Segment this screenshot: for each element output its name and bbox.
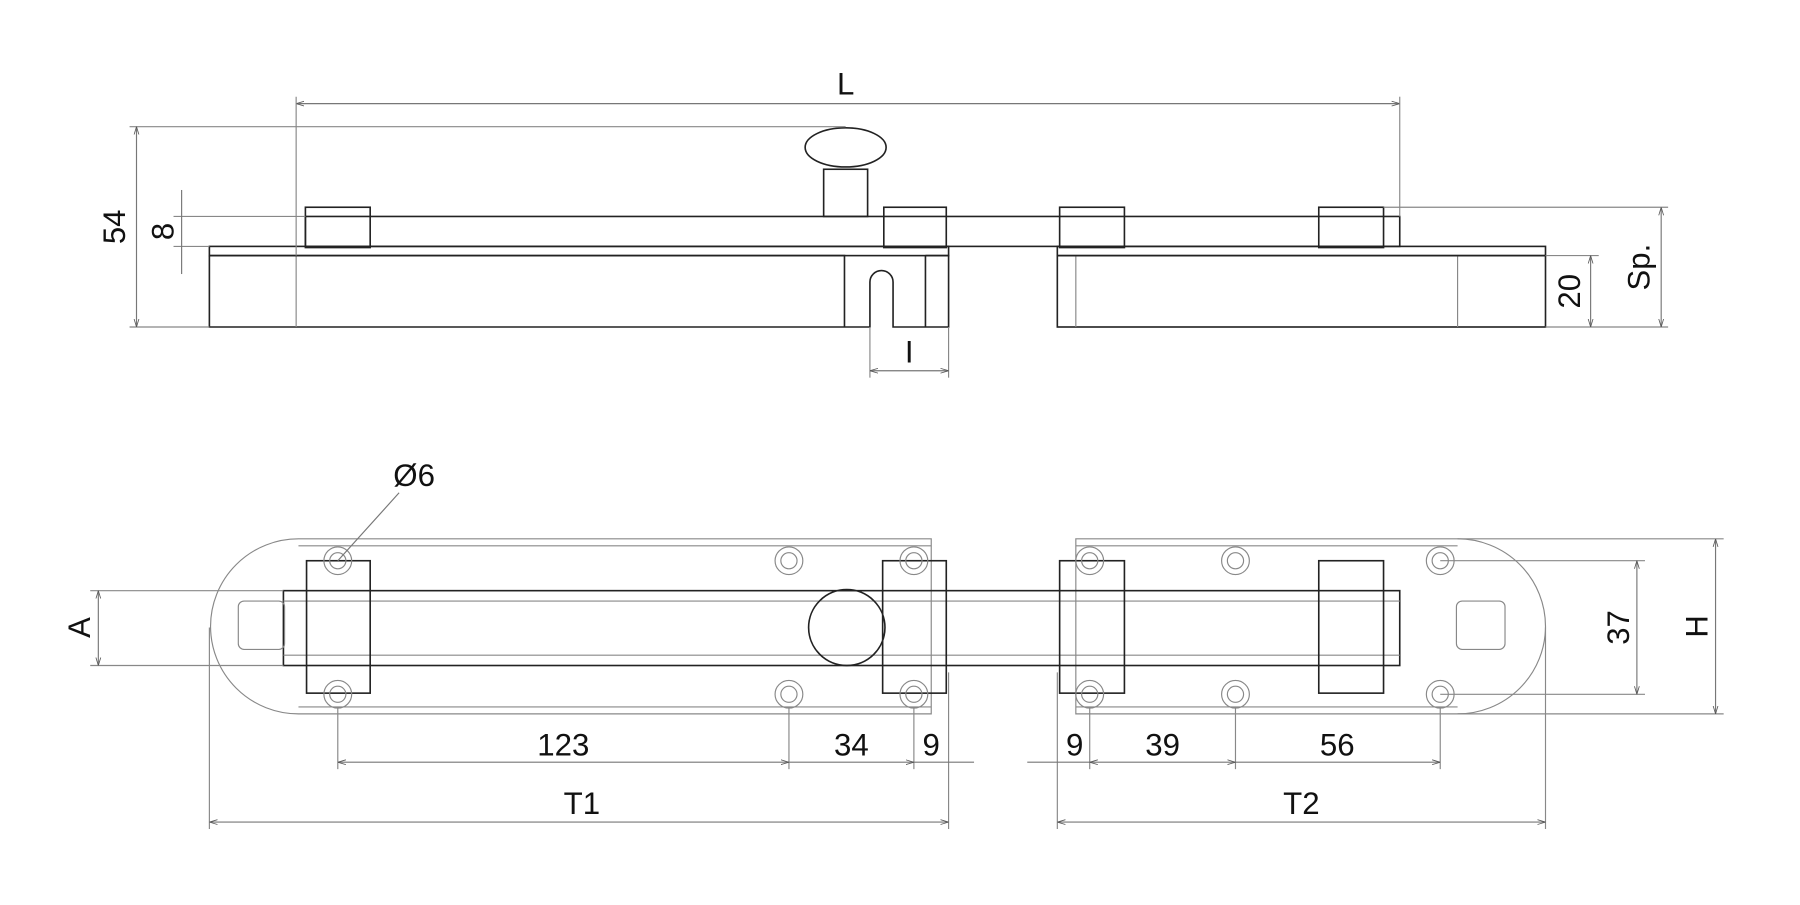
guide-3	[1058, 206, 1126, 249]
bolt-bar	[304, 215, 1401, 248]
guide-plan-2	[881, 559, 948, 694]
dim-T2: T2	[1283, 786, 1319, 821]
guide-plan-4	[1317, 559, 1385, 694]
bolt-bar-plan	[282, 589, 1401, 667]
guide-2	[882, 206, 948, 249]
guide-plan-3	[1058, 559, 1126, 694]
dim-123: 123	[537, 727, 589, 762]
right-plate-outline	[1075, 538, 1547, 715]
logo-icon	[1455, 600, 1506, 650]
dim-I: I	[905, 335, 914, 370]
side-view: L 54 8 20 Sp. I	[97, 66, 1669, 378]
plan-view: Ø6 A 123 34 9 9 39 56 T1 T2 37 H	[62, 458, 1724, 830]
dim-Sp: Sp.	[1622, 244, 1657, 291]
dim-hole-diameter: Ø6	[393, 458, 435, 493]
dim-9-left: 9	[923, 727, 940, 762]
guide-1	[304, 206, 371, 249]
dim-8: 8	[145, 223, 180, 240]
knob-plan	[807, 588, 886, 667]
dim-39: 39	[1145, 727, 1180, 762]
right-base-plate	[1056, 254, 1547, 328]
guide-4	[1317, 206, 1385, 249]
left-plate-outline	[209, 538, 932, 715]
dim-H: H	[1679, 615, 1714, 637]
logo-icon	[237, 600, 286, 650]
dim-56: 56	[1320, 727, 1355, 762]
dim-L: L	[837, 66, 854, 101]
left-base-plate	[208, 254, 950, 328]
knob-head	[804, 126, 887, 168]
knob-stem	[822, 168, 869, 218]
dim-9-right: 9	[1066, 727, 1083, 762]
dim-T1: T1	[564, 786, 600, 821]
dim-54: 54	[97, 210, 132, 245]
dim-34: 34	[834, 727, 869, 762]
dim-A: A	[62, 617, 97, 638]
screw-holes	[323, 546, 1455, 709]
dim-37: 37	[1601, 610, 1636, 645]
dim-20: 20	[1552, 274, 1587, 309]
guide-plan-1	[305, 559, 371, 694]
